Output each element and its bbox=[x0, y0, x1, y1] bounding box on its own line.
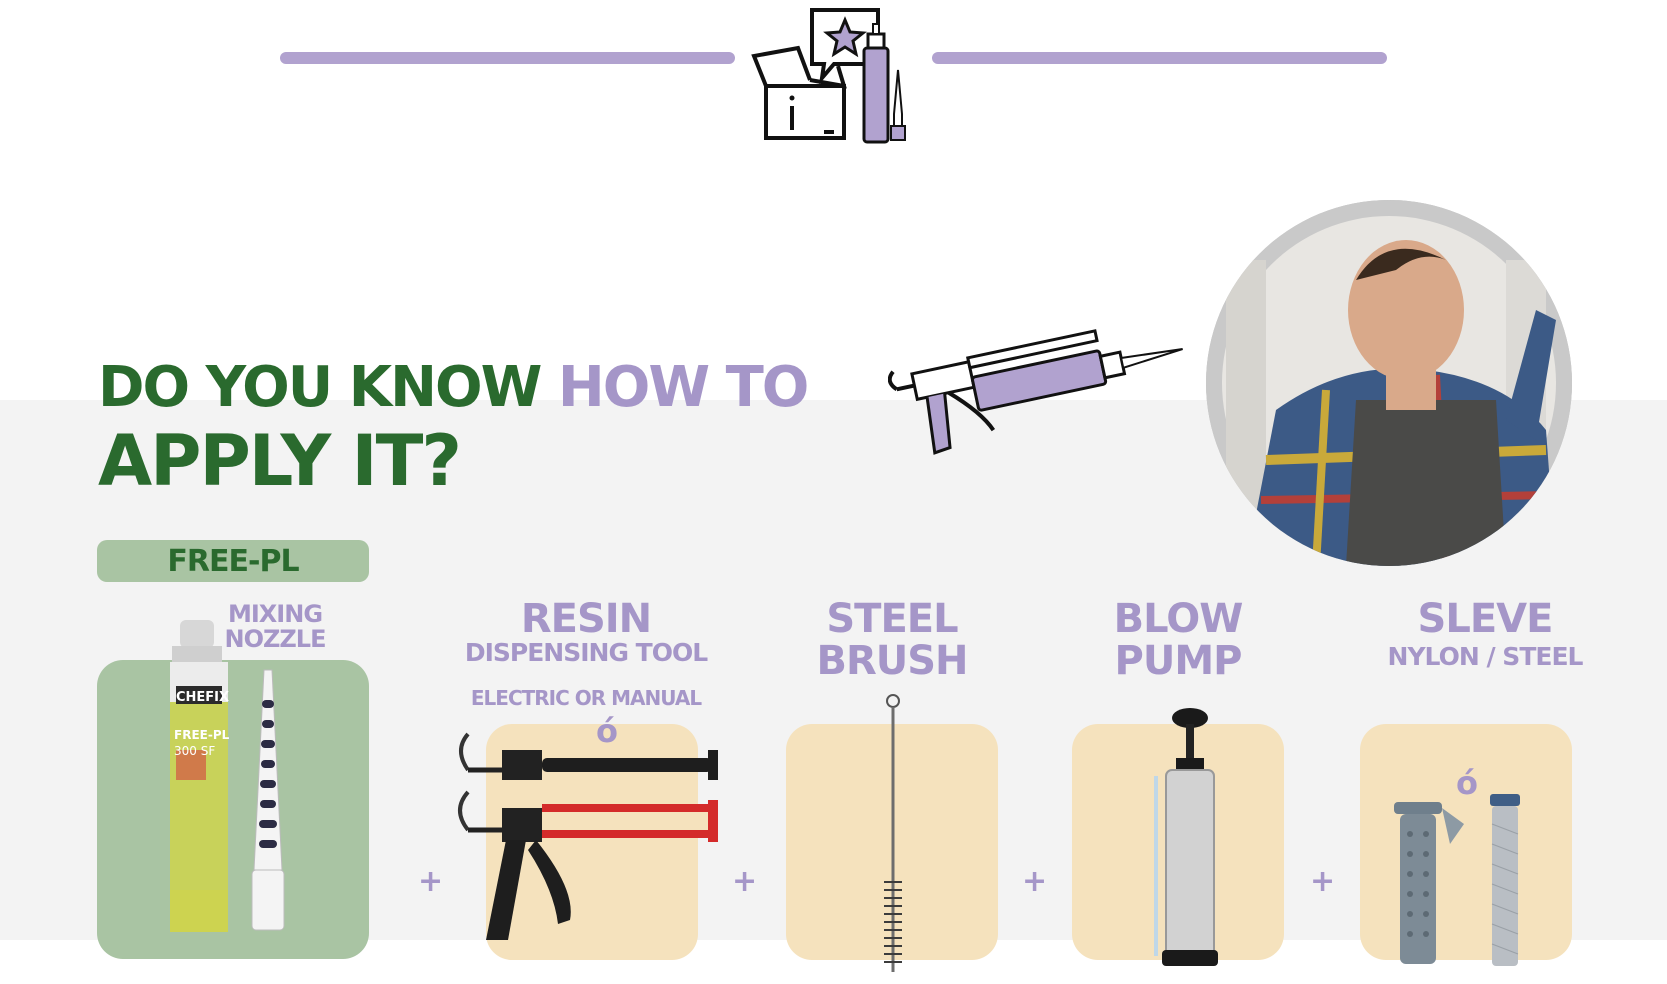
resin-tool-option-label: ELECTRIC OR MANUAL bbox=[446, 688, 726, 709]
plus-icon: + bbox=[418, 864, 444, 899]
sleeve-tile bbox=[1360, 724, 1572, 960]
steel-brush-title2: BRUSH bbox=[816, 638, 968, 684]
sleeve-sub: NYLON / STEEL bbox=[1387, 642, 1584, 671]
page-heading: DO YOU KNOW HOW TO APPLY IT? bbox=[98, 360, 809, 502]
plus-icon: + bbox=[1022, 864, 1048, 899]
sleeve-label: SLEVE NYLON / STEEL bbox=[1340, 598, 1630, 670]
resin-cartridge-image bbox=[168, 620, 308, 940]
blow-pump-label: BLOW PUMP bbox=[1072, 598, 1284, 682]
mixing-nozzle-label: MIXING NOZZLE bbox=[210, 600, 340, 654]
heading-part2: HOW TO bbox=[557, 355, 810, 420]
blow-pump-title2: PUMP bbox=[1114, 638, 1243, 684]
product-tile bbox=[97, 660, 369, 959]
plus-icon: + bbox=[732, 864, 758, 899]
resin-tool-title: RESIN bbox=[520, 596, 652, 642]
blow-pump-image bbox=[1146, 706, 1236, 968]
heading-part1: DO YOU KNOW bbox=[98, 355, 542, 420]
worker-photo bbox=[1206, 200, 1572, 566]
cartridge-size: 300 SF bbox=[174, 744, 216, 758]
header-line-right bbox=[932, 52, 1387, 64]
heading-part3: APPLY IT? bbox=[98, 420, 462, 502]
caulking-gun-icon bbox=[888, 320, 1188, 460]
plus-icon: + bbox=[1310, 864, 1336, 899]
sleeve-or: ó bbox=[1456, 764, 1478, 802]
header-line-left bbox=[280, 52, 735, 64]
mixing-nozzle-label-line2: NOZZLE bbox=[224, 625, 327, 654]
cartridge-brand: CHEFIX bbox=[176, 690, 230, 705]
blow-pump-title1: BLOW bbox=[1113, 596, 1244, 642]
steel-brush-label: STEEL BRUSH bbox=[786, 598, 998, 682]
dispensing-guns-image bbox=[446, 720, 736, 950]
resin-tool-or: ó bbox=[596, 712, 618, 750]
steel-brush-title1: STEEL bbox=[826, 596, 958, 642]
box-and-cartridge-icon bbox=[748, 6, 918, 146]
product-badge: FREE-PL bbox=[97, 540, 369, 582]
resin-tool-label: RESIN DISPENSING TOOL bbox=[446, 598, 726, 666]
sleeves-image bbox=[1390, 794, 1530, 970]
resin-tool-sub: DISPENSING TOOL bbox=[464, 638, 708, 667]
sleeve-title: SLEVE bbox=[1417, 596, 1554, 642]
steel-brush-image bbox=[878, 692, 908, 976]
mixing-nozzle-label-line1: MIXING bbox=[227, 600, 323, 628]
cartridge-name: FREE-PL bbox=[174, 728, 230, 742]
resin-tool-option: ELECTRIC OR MANUAL bbox=[470, 686, 702, 710]
